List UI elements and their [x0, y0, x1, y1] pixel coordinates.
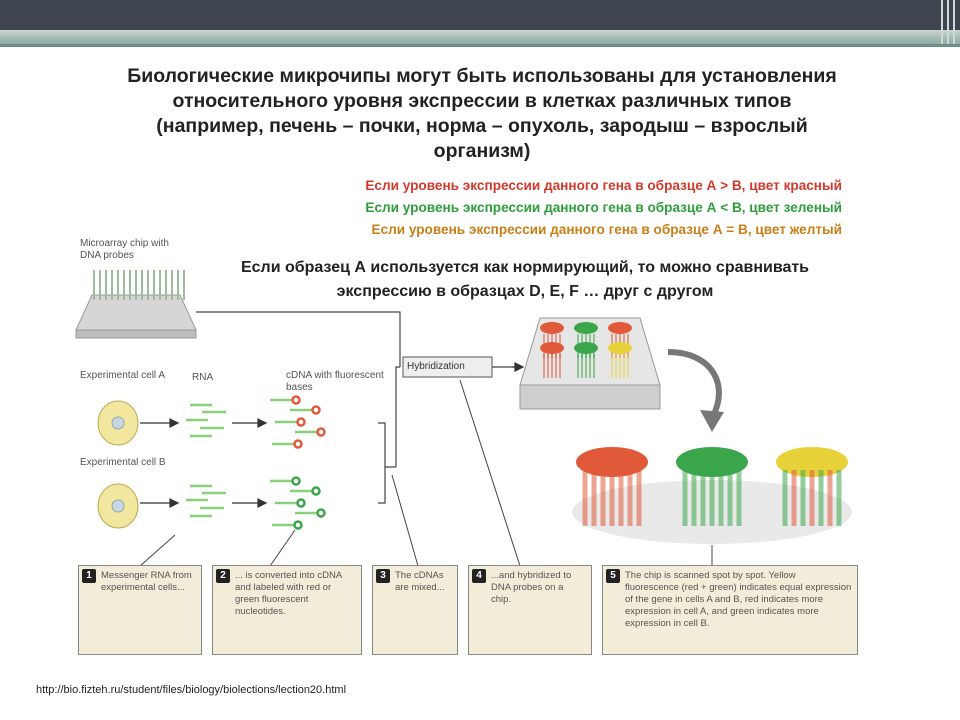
probe-bar — [791, 470, 797, 526]
rna-strands-a — [186, 403, 226, 438]
fluorescent-label — [316, 508, 326, 518]
cdna-red-labeled — [270, 395, 326, 449]
corner-decoration — [941, 0, 955, 44]
rna-label: RNA — [192, 372, 214, 383]
probe-bar — [800, 470, 806, 526]
rule-red: Если уровень экспрессии данного гена в о… — [365, 178, 842, 193]
cdna-green-labeled — [270, 476, 326, 530]
fluorescent-label — [296, 417, 306, 427]
step-1-text: Messenger RNA from experimental cells... — [101, 570, 192, 593]
scanned-spot — [676, 447, 748, 477]
cdna-label: cDNA with fluorescent bases — [286, 370, 384, 393]
chip-spot — [540, 322, 564, 334]
chip-spot — [574, 322, 598, 334]
chip-label: Microarray chip with DNA probes — [80, 238, 169, 261]
probe-bar — [809, 470, 815, 526]
probe-bar — [618, 470, 624, 526]
normalization-note: Если образец А используется как нормирую… — [240, 259, 810, 300]
step-2-number: 2 — [216, 569, 230, 583]
step-3-number: 3 — [376, 569, 390, 583]
flow-arrows — [140, 362, 525, 508]
probe-bar — [782, 470, 788, 526]
step-4-box: 4 ...and hybridized to DNA probes on a c… — [468, 565, 592, 655]
probe-bar — [682, 470, 688, 526]
fluorescent-label — [311, 486, 321, 496]
probe-bar — [691, 470, 697, 526]
step-4-text: ...and hybridized to DNA probes on a chi… — [491, 570, 572, 605]
step-1-number: 1 — [82, 569, 96, 583]
probe-bar — [718, 470, 724, 526]
step-2-box: 2 ... is converted into cDNA and labeled… — [212, 565, 362, 655]
cell-a-label: Experimental cell A — [80, 370, 166, 381]
step-5-box: 5 The chip is scanned spot by spot. Yell… — [602, 565, 858, 655]
probe-bar — [582, 470, 588, 526]
probe-bar — [836, 470, 842, 526]
chip-spot — [608, 322, 632, 334]
scan-arrow — [667, 349, 722, 420]
fluorescent-label — [296, 498, 306, 508]
slide-heading: Биологические микрочипы могут быть испол… — [127, 65, 837, 162]
step-1-box: 1 Messenger RNA from experimental cells.… — [78, 565, 202, 655]
scanned-spot — [576, 447, 648, 477]
fluorescent-label — [293, 520, 303, 530]
hybridization-label: Hybridization — [407, 361, 465, 372]
step-2-text: ... is converted into cDNA and labeled w… — [235, 570, 342, 617]
step-pointers — [139, 379, 713, 567]
probe-bar — [827, 470, 833, 526]
hybridized-chip — [519, 317, 661, 410]
chip-spot — [540, 342, 564, 354]
cell-b-label: Experimental cell B — [80, 457, 166, 468]
step-3-text: The cDNAs are mixed... — [395, 570, 445, 593]
step-3-box: 3 The cDNAs are mixed... — [372, 565, 458, 655]
probe-bar — [591, 470, 597, 526]
probe-bar — [600, 470, 606, 526]
slide-top-bar — [0, 0, 960, 30]
fluorescent-label — [316, 427, 326, 437]
chip-spot — [574, 342, 598, 354]
hybridization-box — [402, 356, 493, 378]
fluorescent-label — [291, 395, 301, 405]
probe-bar — [636, 470, 642, 526]
flow-lines — [196, 311, 520, 504]
step-4-number: 4 — [472, 569, 486, 583]
scanned-spot — [776, 447, 848, 477]
probe-bar — [727, 470, 733, 526]
rule-green: Если уровень экспрессии данного гена в о… — [365, 200, 842, 215]
probe-bar — [709, 470, 715, 526]
enlarged-spots — [572, 447, 852, 544]
chip-spot — [608, 342, 632, 354]
probe-bar — [818, 470, 824, 526]
fluorescent-label — [293, 439, 303, 449]
step-5-text: The chip is scanned spot by spot. Yellow… — [625, 570, 852, 629]
probe-bar — [627, 470, 633, 526]
probe-bar — [700, 470, 706, 526]
microarray-chip — [75, 270, 197, 339]
probe-bar — [609, 470, 615, 526]
slide-top-accent — [0, 44, 960, 47]
source-url: http://bio.fizteh.ru/student/files/biolo… — [36, 684, 347, 696]
slide-top-stripe — [0, 30, 960, 44]
fluorescent-label — [311, 405, 321, 415]
rna-strands-b — [186, 484, 226, 518]
step-5-number: 5 — [606, 569, 620, 583]
fluorescent-label — [291, 476, 301, 486]
probe-bar — [736, 470, 742, 526]
rule-yellow: Если уровень экспрессии данного гена в о… — [371, 222, 842, 237]
